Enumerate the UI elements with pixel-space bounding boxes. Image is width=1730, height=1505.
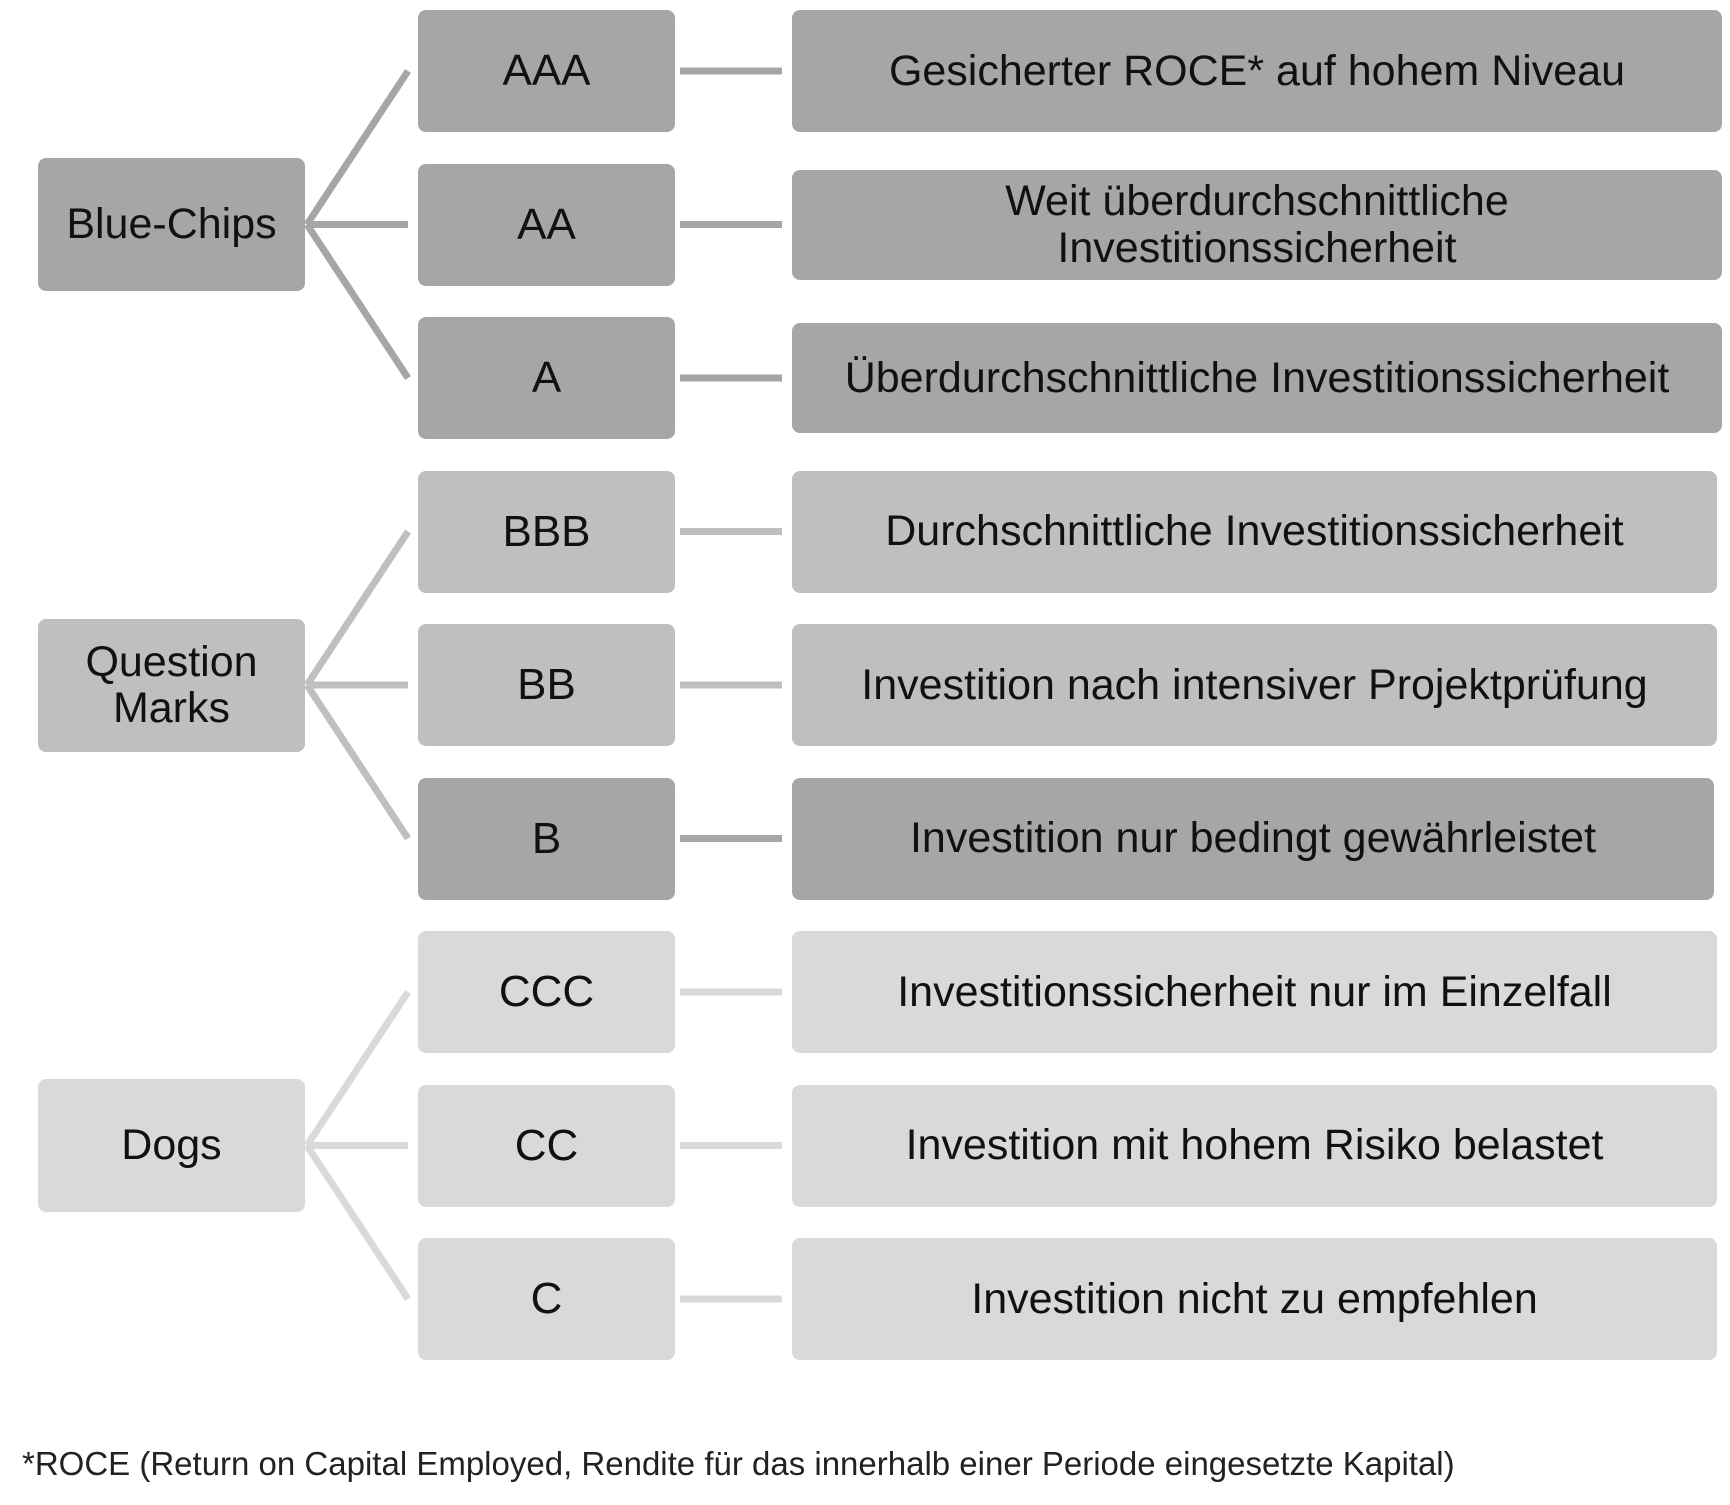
description-box-b: Investition nur bedingt gewährleistet bbox=[792, 777, 1714, 900]
rating-box-cc-text: CC bbox=[514, 1120, 579, 1170]
description-box-bb-text: Investition nach intensiver Projektprüfu… bbox=[861, 660, 1648, 709]
rating-box-ccc: CCC bbox=[418, 931, 675, 1053]
description-box-aaa: Gesicherter ROCE* auf hohem Niveau bbox=[792, 10, 1722, 132]
rating-box-a: A bbox=[418, 317, 675, 439]
branch-line-1-0 bbox=[304, 529, 411, 687]
description-box-c-text: Investition nicht zu empfehlen bbox=[971, 1274, 1538, 1323]
rating-box-b-text: B bbox=[531, 813, 562, 863]
category-box-2-text: Dogs bbox=[121, 1121, 222, 1170]
description-box-c: Investition nicht zu empfehlen bbox=[792, 1238, 1717, 1360]
description-box-a: Überdurchschnittliche Investitionssicher… bbox=[792, 323, 1722, 433]
category-box-0: Blue-Chips bbox=[38, 158, 305, 291]
description-box-b-text: Investition nur bedingt gewährleistet bbox=[909, 814, 1597, 863]
description-box-aa-text: Weit überdurchschnittliche Investitionss… bbox=[1005, 177, 1509, 272]
description-box-a-text: Überdurchschnittliche Investitionssicher… bbox=[844, 353, 1670, 402]
branch-line-0-0 bbox=[304, 69, 411, 227]
footnote: *ROCE (Return on Capital Employed, Rendi… bbox=[22, 1445, 1455, 1482]
category-box-1: Question Marks bbox=[38, 618, 305, 752]
rating-box-a-text: A bbox=[531, 353, 562, 403]
rating-box-c-text: C bbox=[530, 1274, 563, 1324]
branch-line-1-2 bbox=[304, 683, 411, 841]
rating-box-bbb: BBB bbox=[418, 470, 675, 593]
branch-line-2-2 bbox=[304, 1143, 411, 1301]
rating-box-aa: AA bbox=[418, 163, 675, 286]
branch-line-0-2 bbox=[304, 222, 411, 380]
category-box-2: Dogs bbox=[38, 1079, 305, 1212]
rating-box-bb: BB bbox=[418, 624, 675, 746]
rating-box-aaa-text: AAA bbox=[502, 46, 591, 96]
description-box-ccc: Investitionssicherheit nur im Einzelfall bbox=[792, 931, 1717, 1053]
description-box-bbb: Durchschnittliche Investitionssicherheit bbox=[792, 470, 1717, 593]
description-box-ccc-text: Investitionssicherheit nur im Einzelfall bbox=[897, 967, 1612, 1016]
branch-line-2-0 bbox=[304, 990, 411, 1148]
rating-box-bb-text: BB bbox=[517, 660, 576, 710]
description-box-bb: Investition nach intensiver Projektprüfu… bbox=[792, 624, 1717, 746]
description-box-cc: Investition mit hohem Risiko belastet bbox=[792, 1084, 1717, 1207]
category-box-1-text: Question Marks bbox=[85, 637, 258, 732]
description-box-aa: Weit überdurchschnittliche Investitionss… bbox=[792, 169, 1722, 280]
rating-box-c: C bbox=[418, 1238, 675, 1360]
rating-box-bbb-text: BBB bbox=[502, 506, 591, 556]
rating-box-ccc-text: CCC bbox=[498, 967, 595, 1017]
category-box-0-text: Blue-Chips bbox=[66, 200, 277, 249]
description-box-aaa-text: Gesicherter ROCE* auf hohem Niveau bbox=[888, 46, 1626, 95]
description-box-bbb-text: Durchschnittliche Investitionssicherheit bbox=[885, 507, 1624, 556]
rating-box-b: B bbox=[418, 777, 675, 900]
rating-box-aa-text: AA bbox=[517, 199, 576, 249]
rating-box-cc: CC bbox=[418, 1084, 675, 1207]
rating-box-aaa: AAA bbox=[418, 10, 675, 132]
description-box-cc-text: Investition mit hohem Risiko belastet bbox=[905, 1121, 1604, 1170]
